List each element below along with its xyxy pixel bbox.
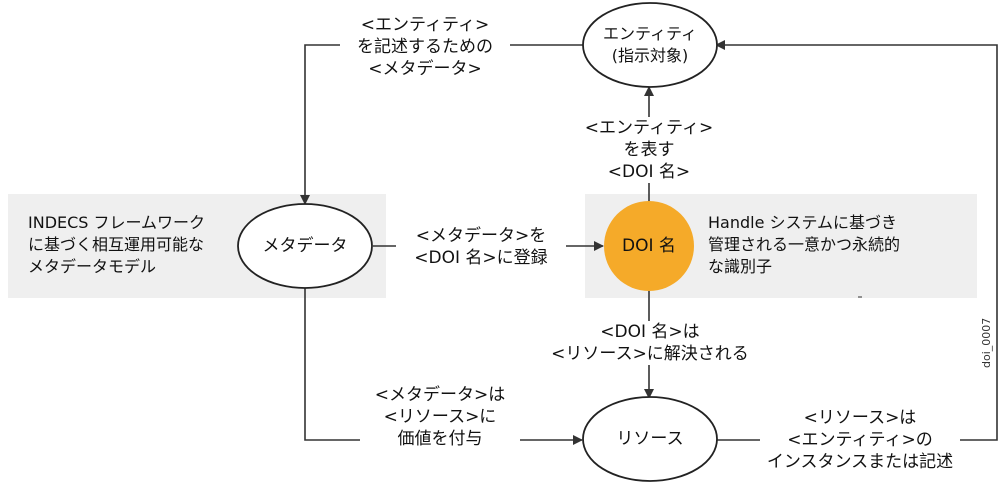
instance-line1: <リソース>は: [803, 408, 917, 428]
adds-value-line2: <リソース>に: [383, 407, 497, 427]
register-line2: <DOI 名>に登録: [414, 248, 548, 268]
resolves-line1: <DOI 名>は: [600, 322, 700, 342]
describe-line1: <エンティティ>: [360, 15, 490, 35]
describe-line3: <メタデータ>: [368, 59, 482, 79]
figure-id: doi_0007: [980, 317, 993, 368]
entity-line2: (指示対象): [611, 46, 689, 65]
entity-line1: エンティティ: [602, 24, 698, 43]
entity-node: [582, 2, 718, 88]
indecs-line2: に基づく相互運用可能な: [28, 235, 205, 254]
handle-note: Handle システムに基づき 管理される一意かつ永続的 な識別子: [708, 212, 900, 278]
doi-node: [604, 201, 694, 291]
instance-label: <リソース>は <エンティティ>の インスタンスまたは記述: [760, 407, 960, 473]
indecs-note: INDECS フレームワーク に基づく相互運用可能な メタデータモデル: [28, 212, 205, 278]
indecs-line1: INDECS フレームワーク: [28, 213, 206, 232]
handle-line1: Handle システムに基づき: [708, 213, 898, 232]
register-line1: <メタデータ>を: [415, 226, 547, 246]
metadata-node: [237, 203, 373, 289]
handle-line3: な識別子: [708, 257, 773, 276]
resolves-label: <DOI 名>は <リソース>に解決される: [540, 321, 760, 365]
handle-line2: 管理される一意かつ永続的: [708, 235, 901, 254]
adds-value-label: <メタデータ>は <リソース>に 価値を付与: [360, 384, 520, 450]
instance-line2: <エンティティ>の: [787, 430, 933, 450]
instance-line3: インスタンスまたは記述: [766, 452, 954, 472]
represents-line1: <エンティティ>: [584, 118, 714, 138]
adds-value-line1: <メタデータ>は: [374, 385, 506, 405]
doi-node-label: DOI 名: [622, 236, 676, 256]
register-label: <メタデータ>を <DOI 名>に登録: [396, 225, 566, 269]
entity-node-label: エンティティ (指示対象): [583, 23, 717, 67]
represents-line3: <DOI 名>: [607, 162, 691, 182]
adds-value-line3: 価値を付与: [397, 429, 483, 449]
resource-node: [582, 396, 718, 482]
indecs-line3: メタデータモデル: [28, 257, 157, 276]
resolves-line2: <リソース>に解決される: [551, 344, 749, 364]
represents-line2: を表す: [623, 140, 675, 160]
represents-label: <エンティティ> を表す <DOI 名>: [574, 117, 724, 183]
metadata-node-label: メタデータ: [262, 236, 348, 256]
resource-node-label: リソース: [616, 429, 684, 449]
describe-label: <エンティティ> を記述するための <メタデータ>: [340, 14, 510, 80]
describe-line2: を記述するための: [357, 37, 493, 57]
